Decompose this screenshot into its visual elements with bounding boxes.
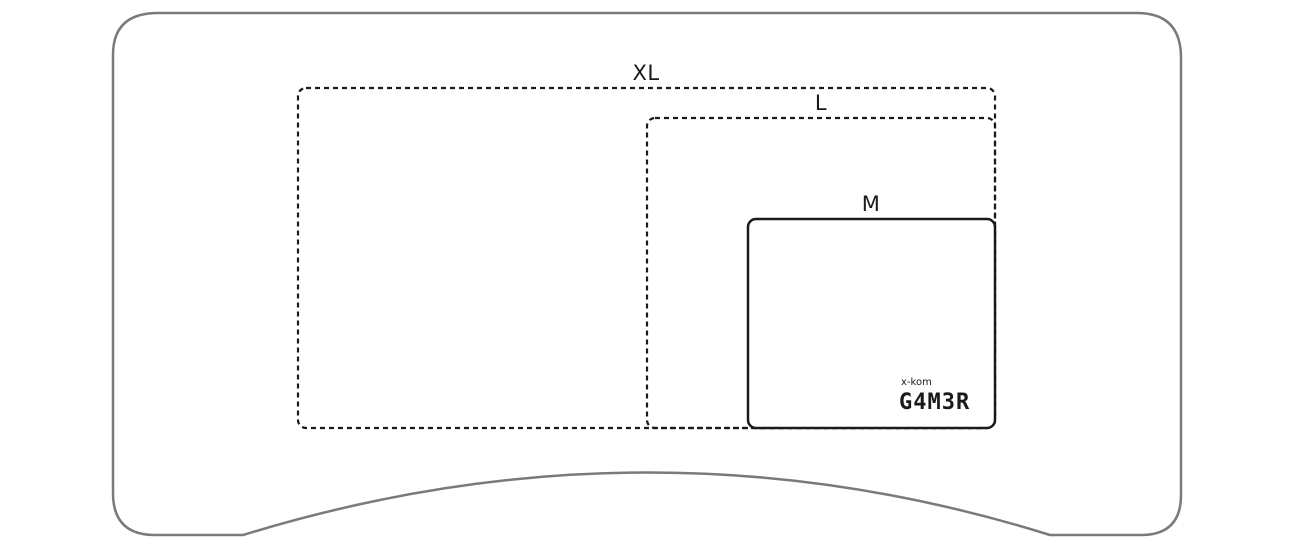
l-size-label: L xyxy=(815,91,827,115)
m-size-label: M xyxy=(862,192,881,216)
brand-name-text: G4M3R xyxy=(899,390,970,415)
l-pad-outline xyxy=(645,116,997,430)
brand-logo: x-kom G4M3R xyxy=(899,377,970,415)
desk-outline xyxy=(111,11,1183,537)
xl-size-label: XL xyxy=(632,61,659,85)
m-pad-outline xyxy=(746,217,997,430)
brand-small-text: x-kom xyxy=(901,377,932,388)
